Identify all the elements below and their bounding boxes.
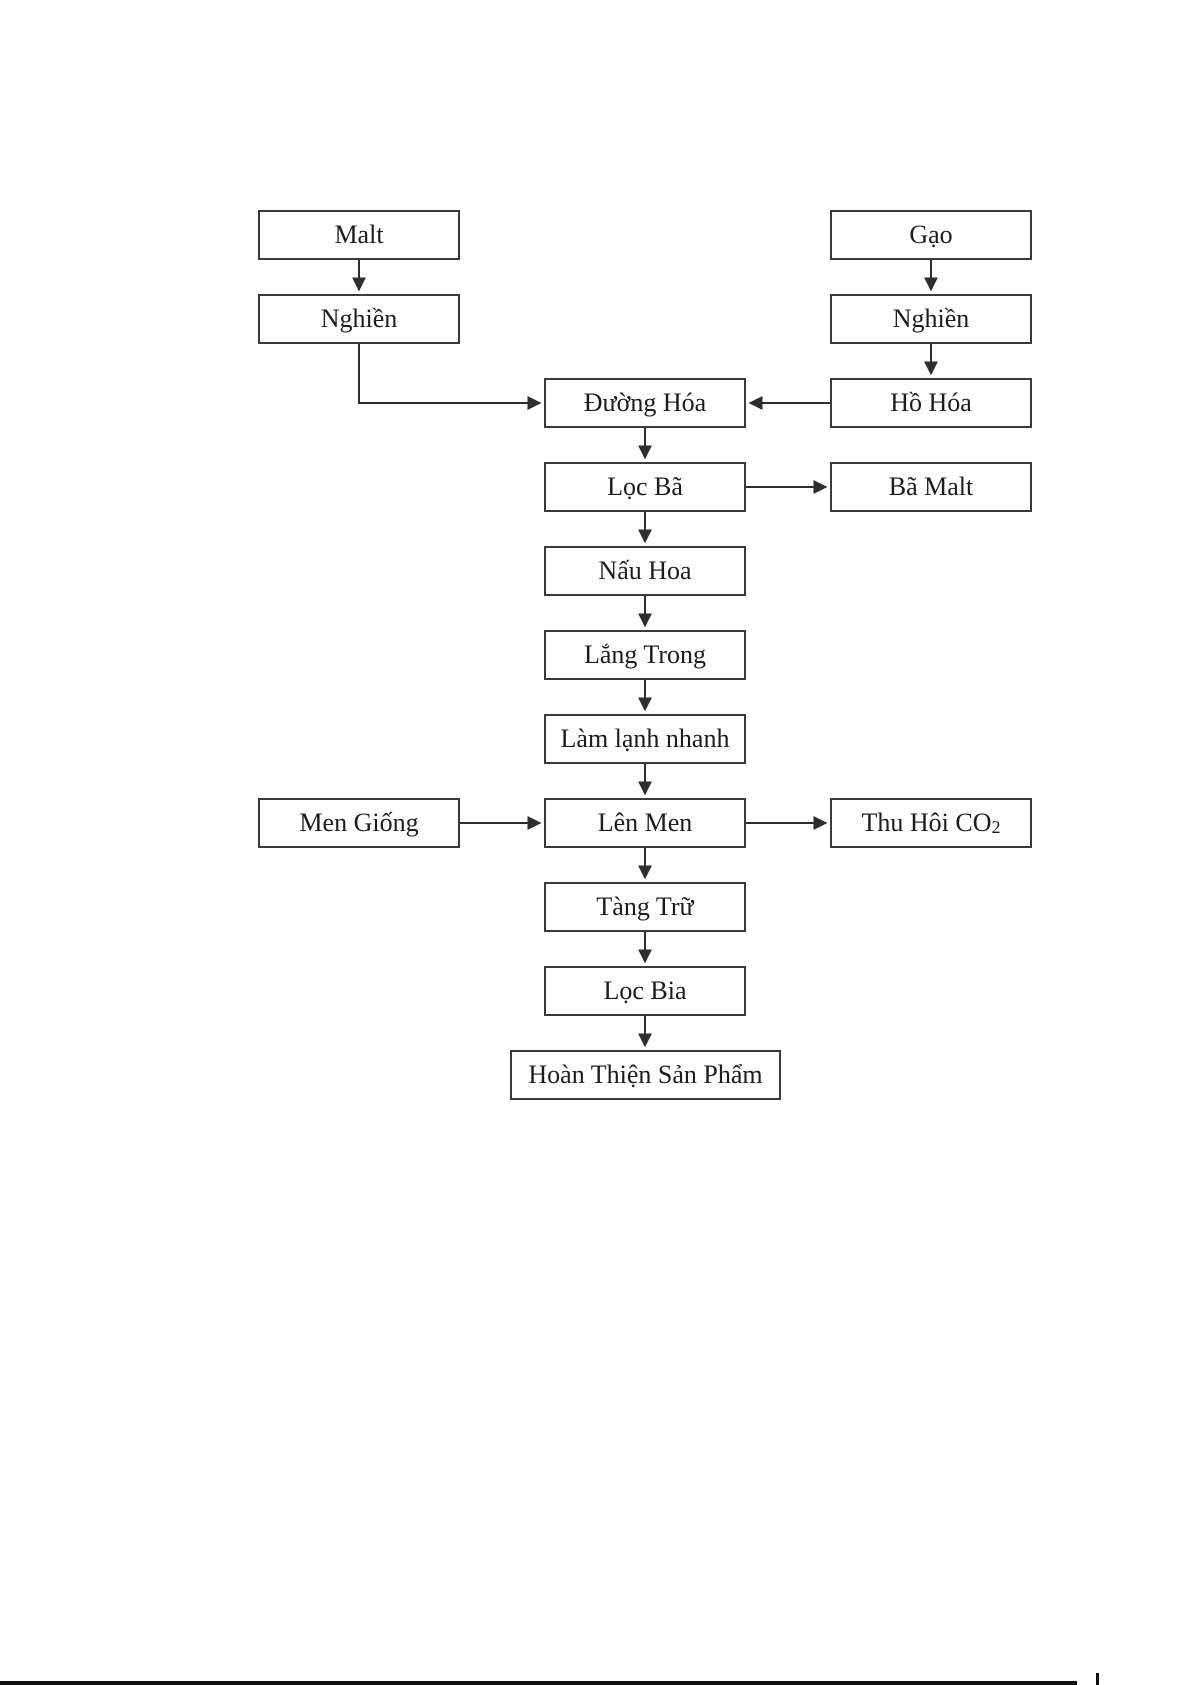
node-loc-ba-label: Lọc Bã (607, 472, 683, 501)
node-gao: Gạo (830, 210, 1032, 260)
node-tang-tru-label: Tàng Trữ (596, 892, 694, 921)
node-ba-malt: Bã Malt (830, 462, 1032, 512)
node-lam-lanh-nhanh-label: Làm lạnh nhanh (560, 724, 730, 753)
node-nau-hoa: Nấu Hoa (544, 546, 746, 596)
node-hoan-thien-san-pham-label: Hoàn Thiện Sản Phẩm (528, 1060, 763, 1089)
node-lang-trong: Lắng Trong (544, 630, 746, 680)
page-bottom-rule (0, 1681, 1077, 1685)
node-loc-ba: Lọc Bã (544, 462, 746, 512)
node-men-giong-label: Men Giống (299, 808, 419, 837)
node-nghien-gao: Nghiền (830, 294, 1032, 344)
node-thu-hoi-co2-label: Thu Hôi CO (861, 808, 992, 837)
node-malt: Malt (258, 210, 460, 260)
node-tang-tru: Tàng Trữ (544, 882, 746, 932)
edge-nghien-duonghoa (358, 344, 542, 410)
node-nghien-malt: Nghiền (258, 294, 460, 344)
node-duong-hoa-label: Đường Hóa (583, 388, 707, 417)
node-ho-hoa: Hồ Hóa (830, 378, 1032, 428)
page-bottom-tick (1096, 1673, 1099, 1685)
node-nghien-malt-label: Nghiền (320, 304, 398, 333)
node-loc-bia-label: Lọc Bia (603, 976, 687, 1005)
node-lang-trong-label: Lắng Trong (583, 640, 707, 669)
node-lam-lanh-nhanh: Làm lạnh nhanh (544, 714, 746, 764)
node-duong-hoa: Đường Hóa (544, 378, 746, 428)
co2-subscript: 2 (991, 817, 1001, 837)
node-hoan-thien-san-pham: Hoàn Thiện Sản Phẩm (510, 1050, 781, 1100)
node-gao-label: Gạo (909, 220, 953, 249)
node-len-men-label: Lên Men (597, 808, 693, 837)
node-ba-malt-label: Bã Malt (888, 472, 974, 501)
node-nghien-gao-label: Nghiền (892, 304, 970, 333)
node-nau-hoa-label: Nấu Hoa (598, 556, 692, 585)
node-men-giong: Men Giống (258, 798, 460, 848)
node-loc-bia: Lọc Bia (544, 966, 746, 1016)
node-len-men: Lên Men (544, 798, 746, 848)
node-malt-label: Malt (334, 220, 384, 249)
node-ho-hoa-label: Hồ Hóa (890, 388, 972, 417)
